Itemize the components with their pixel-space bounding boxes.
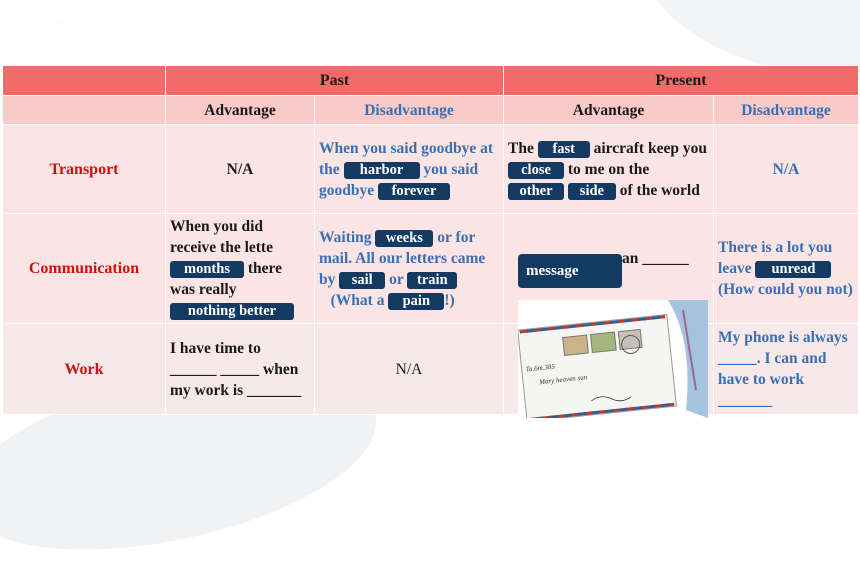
row-transport: Transport N/A When you said goodbye at t… bbox=[2, 124, 860, 214]
text-segment: When you said goodbye at the bbox=[319, 139, 493, 178]
answer-side[interactable]: side bbox=[567, 182, 616, 200]
subheader-empty bbox=[2, 95, 166, 125]
text-segment: When you did receive the lette bbox=[170, 218, 273, 256]
answer-weeks[interactable]: weeks bbox=[375, 229, 434, 247]
answer-months[interactable]: months bbox=[170, 261, 244, 278]
transport-past-advantage: N/A bbox=[165, 124, 315, 214]
transport-present-disadvantage: N/A bbox=[713, 124, 860, 214]
row-communication: Communication When you did receive the l… bbox=[2, 213, 860, 324]
text-segment: there was really bbox=[170, 260, 283, 298]
text-segment: for mail. All our letters came by bbox=[319, 228, 486, 288]
message-trailing-text: an ______ bbox=[622, 250, 689, 267]
text-segment: The bbox=[508, 139, 534, 157]
transport-past-disadvantage: When you said goodbye at the harbor you … bbox=[313, 124, 505, 214]
text-segment: (How could you not) bbox=[718, 281, 853, 298]
transport-present-advantage: The fast aircraft keep you close to me o… bbox=[503, 124, 715, 214]
decor-dot: · bbox=[58, 20, 60, 26]
row-label-work: Work bbox=[2, 323, 166, 415]
text-segment: or bbox=[437, 228, 452, 246]
text-segment: of the world bbox=[619, 181, 700, 199]
text-segment: aircraft keep you bbox=[593, 139, 707, 157]
answer-fast[interactable]: fast bbox=[537, 140, 590, 158]
envelope-illustration: Ta.6m.385 Mary heaven sun bbox=[518, 300, 708, 418]
answer-train[interactable]: train bbox=[407, 271, 458, 289]
header-row: Past Present bbox=[2, 65, 860, 96]
answer-pain[interactable]: pain bbox=[388, 292, 445, 310]
communication-past-disadvantage: Waiting weeks or for mail. All our lette… bbox=[313, 213, 505, 324]
subheader-present-disadvantage: Disadvantage bbox=[713, 95, 860, 125]
communication-present-disadvantage: There is a lot you leave unread (How cou… bbox=[713, 213, 860, 324]
subheader-past-advantage: Advantage bbox=[165, 95, 315, 125]
subheader-past-disadvantage: Disadvantage bbox=[313, 95, 505, 125]
comparison-table: Past Present Advantage Disadvantage Adva… bbox=[2, 65, 860, 415]
row-label-communication: Communication bbox=[2, 213, 166, 324]
answer-forever[interactable]: forever bbox=[378, 182, 450, 200]
answer-harbor[interactable]: harbor bbox=[343, 161, 420, 179]
side-flap-shape bbox=[668, 300, 708, 418]
text-segment: to me on the bbox=[567, 160, 650, 178]
answer-other[interactable]: other bbox=[508, 182, 565, 200]
airmail-border: Ta.6m.385 Mary heaven sun bbox=[519, 315, 675, 418]
answer-close[interactable]: close bbox=[508, 161, 565, 179]
text-segment: or bbox=[389, 270, 404, 288]
answer-nothing-better[interactable]: nothing better bbox=[170, 303, 294, 320]
row-work: Work I have time to ______ _____ when my… bbox=[2, 323, 860, 415]
work-past-disadvantage: N/A bbox=[313, 323, 505, 415]
text-segment: (What a bbox=[330, 291, 385, 309]
subheader-row: Advantage Disadvantage Advantage Disadva… bbox=[2, 95, 860, 125]
text-segment: you said goodbye bbox=[319, 160, 479, 199]
header-past: Past bbox=[164, 65, 505, 96]
answer-message[interactable]: message bbox=[518, 254, 622, 288]
text-segment: Waiting bbox=[319, 228, 372, 246]
text-segment: There is a lot you leave bbox=[718, 239, 833, 277]
flap-edge bbox=[682, 309, 697, 391]
communication-past-advantage: When you did receive the lette months the… bbox=[165, 213, 315, 324]
subheader-present-advantage: Advantage bbox=[503, 95, 715, 125]
row-label-transport: Transport bbox=[2, 124, 166, 214]
header-empty bbox=[2, 65, 166, 96]
answer-unread[interactable]: unread bbox=[755, 261, 832, 278]
envelope-handwriting-1: Ta.6m.385 bbox=[525, 362, 555, 373]
work-present-disadvantage: My phone is always _____. I can and have… bbox=[713, 323, 860, 415]
text-segment: !) bbox=[444, 291, 455, 309]
answer-sail[interactable]: sail bbox=[339, 271, 386, 289]
header-present: Present bbox=[503, 65, 860, 96]
work-past-advantage: I have time to ______ _____ when my work… bbox=[165, 323, 315, 415]
